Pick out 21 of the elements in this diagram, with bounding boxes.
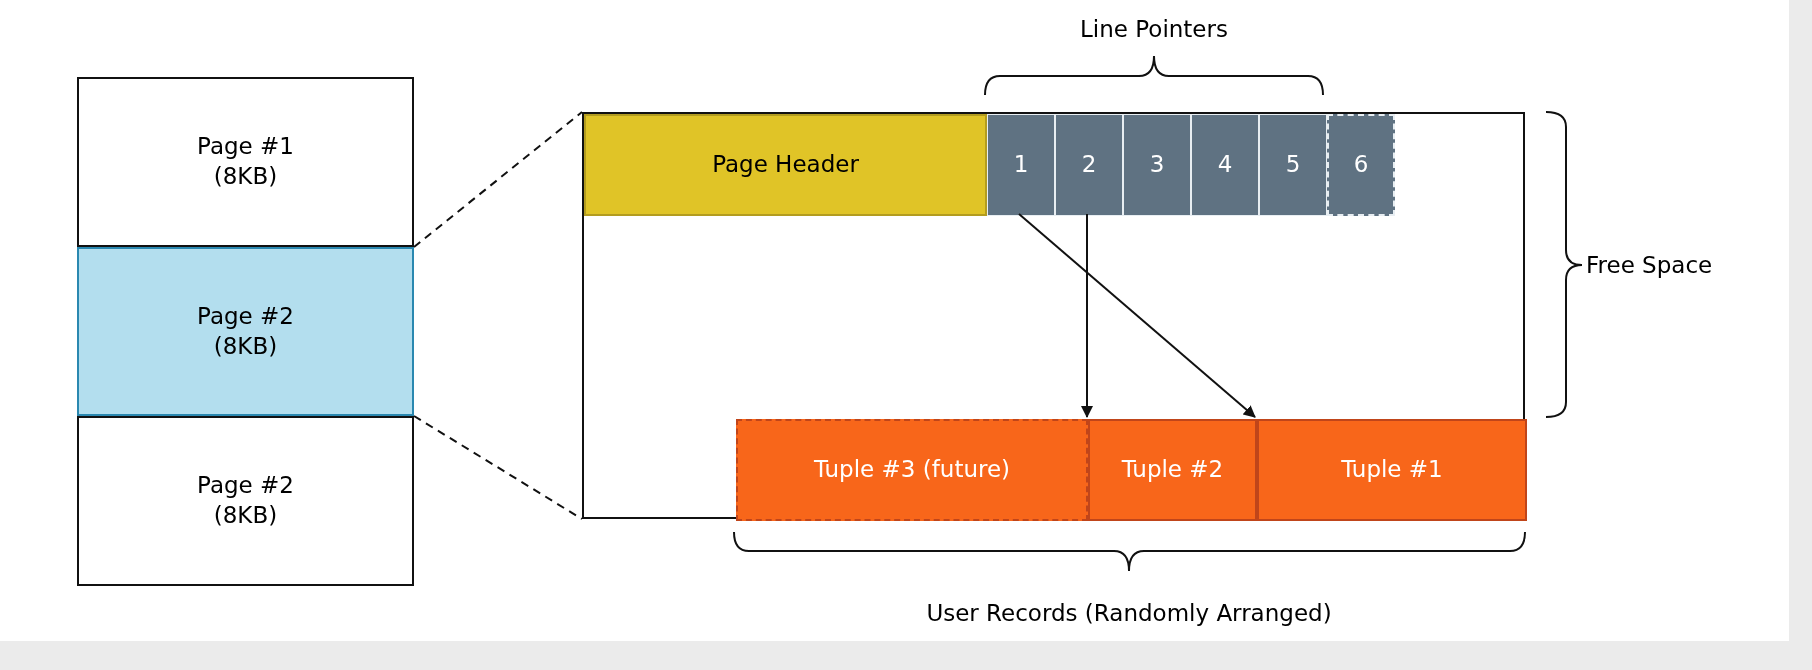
line-pointer-cell: 5 (1259, 114, 1327, 216)
line-pointer-cell: 3 (1123, 114, 1191, 216)
line-pointer-cell: 4 (1191, 114, 1259, 216)
brace-label: User Records (Randomly Arranged) (926, 600, 1332, 626)
page-block: Page #2 (8KB) (77, 247, 414, 416)
line-pointer-cell: 6 (1327, 114, 1395, 216)
page-block: Page #1 (8KB) (77, 77, 414, 247)
tuple-cell: Tuple #2 (1088, 419, 1257, 521)
arrow (1081, 213, 1093, 418)
line-pointer-cell: 1 (987, 114, 1055, 216)
page-outline (582, 112, 1525, 519)
zoom-line (413, 415, 583, 520)
arrow (1018, 213, 1256, 418)
page-header-cell: Page Header (584, 114, 987, 216)
tuple-cell: Tuple #3 (future) (736, 419, 1088, 521)
zoom-line (413, 111, 583, 248)
tuple-cell: Tuple #1 (1257, 419, 1527, 521)
line-pointer-cell: 2 (1055, 114, 1123, 216)
brace-label: Line Pointers (1080, 16, 1228, 42)
page-block: Page #2 (8KB) (77, 416, 414, 586)
brace-label: Free Space (1586, 252, 1713, 278)
